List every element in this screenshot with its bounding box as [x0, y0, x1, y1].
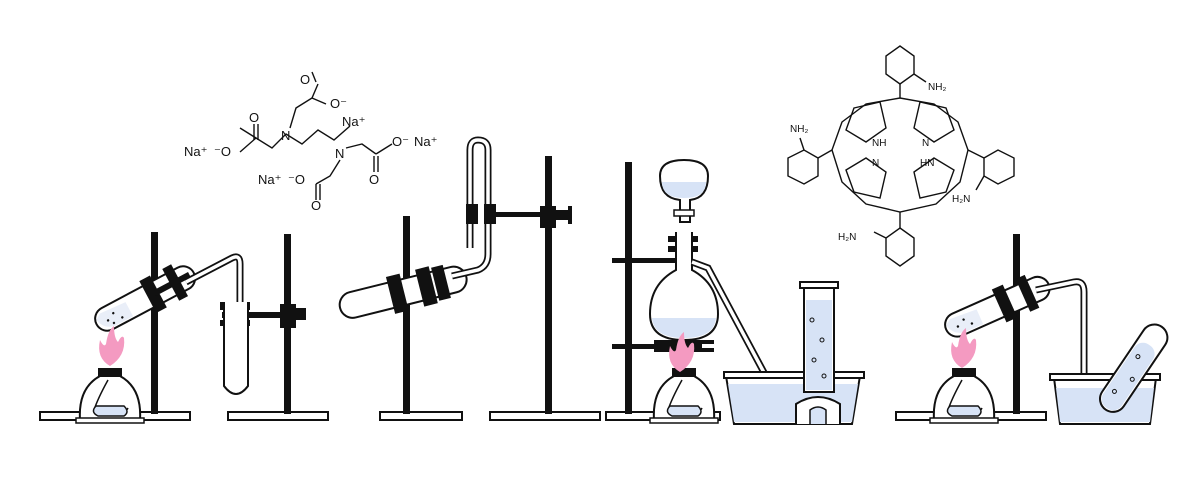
edta-structure: O O⁻ Na⁺ Na⁺ ⁻O O N N O⁻ Na⁺ O Na⁺ ⁻O O [184, 71, 437, 213]
porphyrin-nh2-bottom: H₂N [838, 232, 856, 243]
edta-na-bottom: Na⁺ [258, 172, 281, 187]
setup-tube-with-condenser [338, 136, 601, 421]
porphyrin-structure [787, 45, 1015, 267]
porphyrin-n-right: N [922, 138, 929, 149]
setup-heating-tube [39, 232, 329, 424]
edta-na-left: Na⁺ [184, 144, 207, 159]
edta-o-top: O [300, 72, 310, 87]
edta-o-minus-left: ⁻O [214, 144, 231, 159]
porphyrin-nh2-right: H₂N [952, 194, 970, 205]
porphyrin-nh2-left: NH₂ [790, 124, 808, 135]
edta-o-right: O [369, 172, 379, 187]
edta-n1: N [281, 128, 290, 143]
setup-heating-into-trough [895, 234, 1169, 425]
edta-o-left: O [249, 110, 259, 125]
edta-o-minus-top: O⁻ [330, 96, 347, 111]
porphyrin-hn-bottom: HN [920, 158, 934, 169]
edta-o-bottom: O [311, 198, 321, 213]
porphyrin-nh2-top: NH₂ [928, 82, 946, 93]
edta-o-minus-bottom: ⁻O [288, 172, 305, 187]
porphyrin-nh-top: NH [872, 138, 886, 149]
setup-gas-generation [605, 158, 865, 425]
edta-na-right: Na⁺ [414, 134, 437, 149]
edta-na-top: Na⁺ [342, 114, 365, 129]
edta-n2: N [335, 146, 344, 161]
edta-o-minus-right: O⁻ [392, 134, 409, 149]
porphyrin-n-left: N [872, 158, 879, 169]
